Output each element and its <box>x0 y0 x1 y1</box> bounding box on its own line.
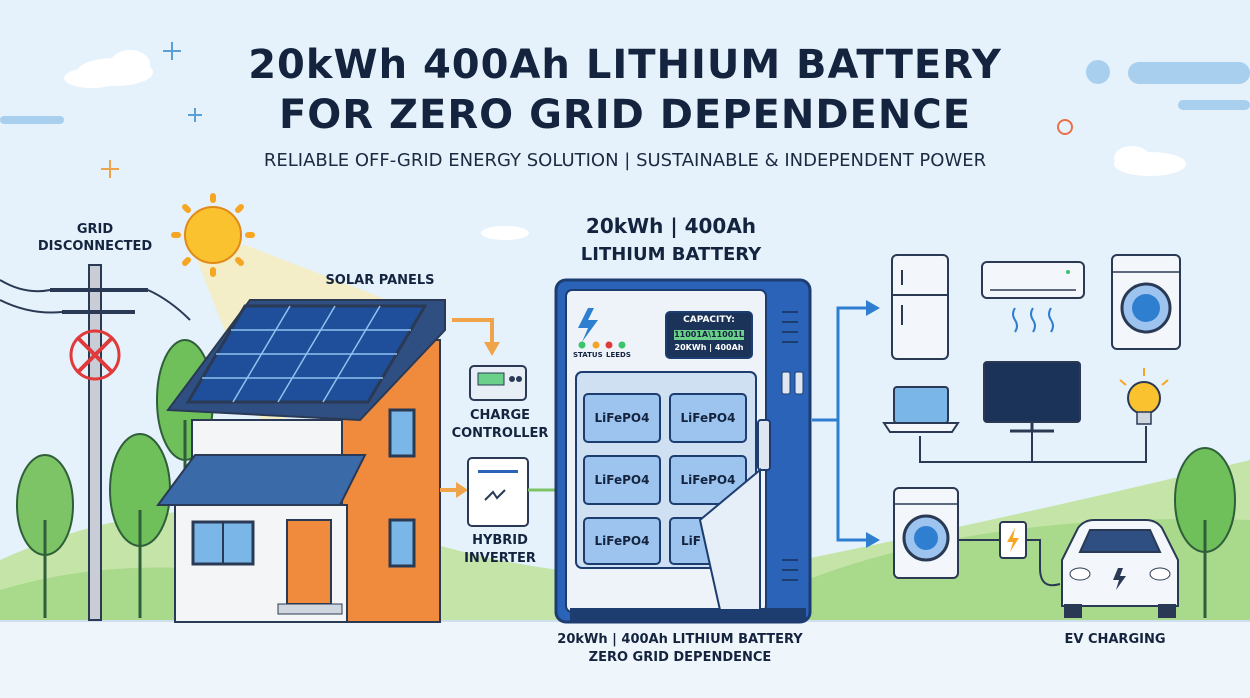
hybrid-inverter-label-line1: HYBRID <box>472 533 528 548</box>
page-subtitle: RELIABLE OFF-GRID ENERGY SOLUTION | SUST… <box>263 150 987 171</box>
electric-car-icon <box>1061 519 1179 618</box>
hybrid-inverter-icon <box>440 457 556 527</box>
sparkle-icon <box>163 42 202 122</box>
cloud-icon <box>64 50 1186 240</box>
arrow-icon <box>812 306 868 542</box>
capacity-title: CAPACITY: <box>683 315 735 325</box>
page-title-line1: 20kWh 400Ah LITHIUM BATTERY <box>248 42 1002 88</box>
charge-controller-icon <box>452 318 527 401</box>
battery-cell-label: LiFePO4 <box>594 411 650 425</box>
capacity-bar-text: 11001A\11001L <box>674 330 744 339</box>
battery-cell-label: LiFePO4 <box>594 534 650 548</box>
solar-panels-label: SOLAR PANELS <box>325 273 435 288</box>
solar-panel-icon <box>185 304 428 404</box>
tree-icon <box>1174 447 1236 618</box>
laptop-icon <box>882 386 960 433</box>
lightning-icon <box>578 308 598 342</box>
page-title-line2: FOR ZERO GRID DEPENDENCE <box>278 92 972 138</box>
ev-charger-icon <box>999 521 1061 587</box>
battery-heading-line1: 20kWh | 400Ah <box>585 214 757 238</box>
fridge-icon <box>891 254 949 360</box>
battery-heading-line2: LITHIUM BATTERY <box>580 244 762 265</box>
leds-label: LEEDS <box>606 351 631 359</box>
washing-machine-icon <box>893 487 959 579</box>
grid-label-line2: DISCONNECTED <box>37 239 153 254</box>
hybrid-inverter-label-line2: INVERTER <box>464 551 536 566</box>
charge-controller-label-line1: CHARGE <box>469 408 531 423</box>
bottom-caption-line2: ZERO GRID DEPENDENCE <box>588 650 772 665</box>
battery-cell-label: LiFePO4 <box>680 411 736 425</box>
battery-cell-label-partial: LiF <box>681 534 701 548</box>
tv-icon <box>983 361 1081 433</box>
battery-cell-label: LiFePO4 <box>594 473 650 487</box>
grid-cross-icon <box>69 329 121 381</box>
air-conditioner-icon <box>981 261 1085 333</box>
capacity-value: 20KWh | 400Ah <box>674 343 744 352</box>
ev-charging-label: EV CHARGING <box>1064 632 1166 647</box>
grid-label-line1: GRID <box>76 222 114 237</box>
light-bulb-icon <box>1119 368 1169 425</box>
battery-cell-label: LiFePO4 <box>680 473 736 487</box>
status-label: STATUS <box>573 351 603 359</box>
washing-machine-icon <box>1111 254 1181 350</box>
charge-controller-label-line2: CONTROLLER <box>451 426 549 441</box>
bottom-caption-line1: 20kWh | 400Ah LITHIUM BATTERY <box>557 632 803 647</box>
